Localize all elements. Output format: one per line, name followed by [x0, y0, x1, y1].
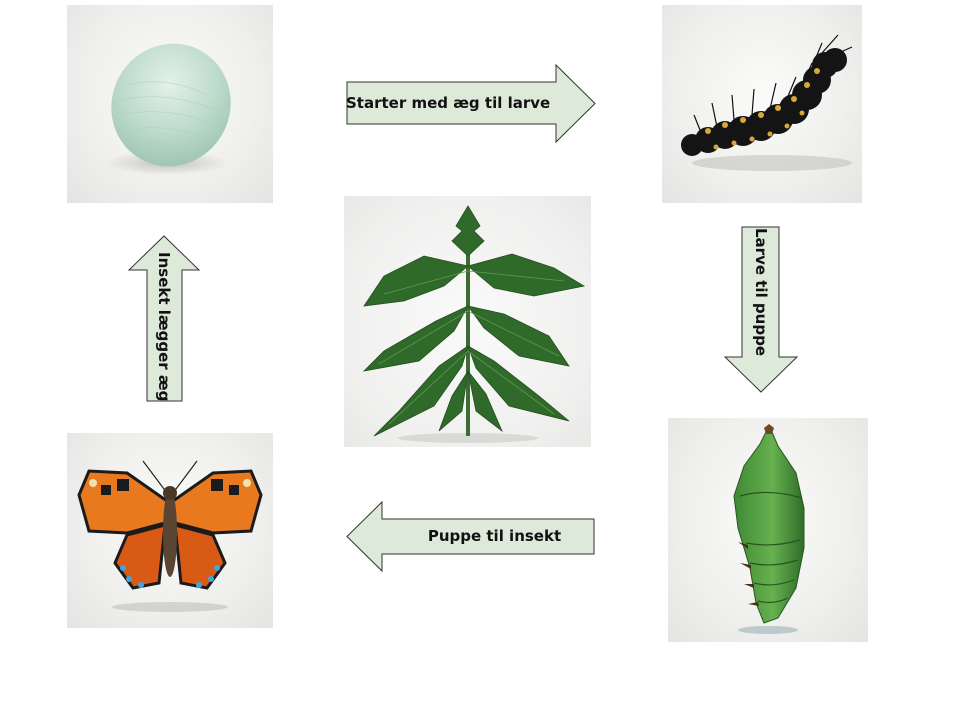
arrow-egg-to-larva: Starter med æg til larve [346, 63, 596, 144]
right-arrow-icon [346, 63, 596, 144]
arrow-larva-to-pupa: Larve til puppe [723, 226, 799, 393]
pupa-image [668, 418, 868, 642]
egg-image [67, 5, 273, 203]
nettle-plant-image [344, 196, 591, 447]
arrow-label-larva-to-pupa: Larve til puppe [752, 228, 770, 356]
arrow-label-insect-lays-eggs: Insekt lægger æg [155, 252, 173, 402]
caterpillar-image [662, 5, 862, 203]
arrow-insect-lays-eggs: Insekt lægger æg [127, 235, 201, 402]
up-arrow-icon [127, 235, 201, 402]
butterfly-image [67, 433, 273, 628]
down-arrow-icon [723, 226, 799, 393]
arrow-pupa-to-insect: Puppe til insekt [346, 500, 595, 573]
arrow-label-pupa-to-insect: Puppe til insekt [427, 527, 562, 545]
left-arrow-icon [346, 500, 595, 573]
arrow-label-egg-to-larva: Starter med æg til larve [346, 94, 551, 112]
